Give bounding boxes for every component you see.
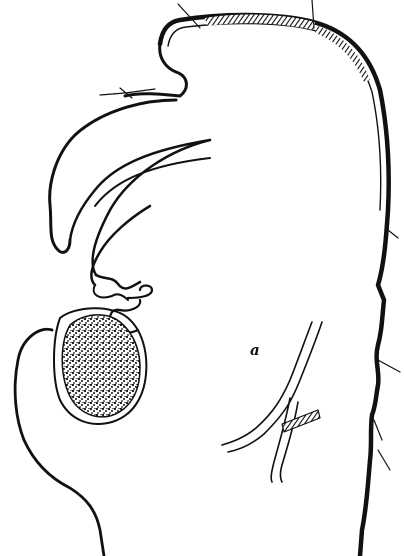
upper-convolution [50, 100, 176, 252]
stippled-mass [62, 315, 140, 417]
vessel-a-line-2 [228, 322, 322, 452]
outer-wall-band [160, 15, 389, 556]
vessel-a-band [282, 410, 320, 432]
wall-spikes [120, 0, 400, 470]
upper-left-fold [125, 44, 186, 96]
vessel-label-a: a [250, 343, 260, 358]
